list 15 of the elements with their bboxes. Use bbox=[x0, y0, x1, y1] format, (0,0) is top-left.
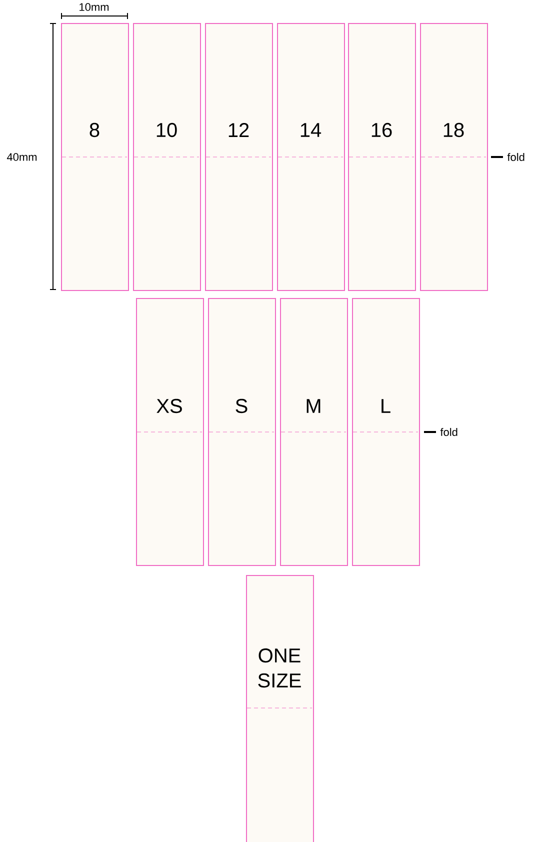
size-tag: ONE SIZE bbox=[246, 575, 314, 842]
size-tag: M bbox=[280, 298, 348, 566]
dimension-label: 10mm bbox=[80, 3, 109, 11]
size-tag: 8 bbox=[61, 23, 129, 291]
fold-label: fold bbox=[440, 428, 458, 436]
dimension-label: 40mm bbox=[6, 153, 37, 161]
size-tag: S bbox=[208, 298, 276, 566]
size-tag: 16 bbox=[348, 23, 416, 291]
fold-label: fold bbox=[507, 152, 524, 162]
size-tag: 12 bbox=[205, 23, 273, 291]
size-tag: 14 bbox=[277, 23, 345, 291]
size-tag: L bbox=[352, 298, 420, 566]
size-tag: 18 bbox=[420, 23, 488, 291]
size-tag: 10 bbox=[133, 23, 201, 291]
size-tag: XS bbox=[136, 298, 204, 566]
